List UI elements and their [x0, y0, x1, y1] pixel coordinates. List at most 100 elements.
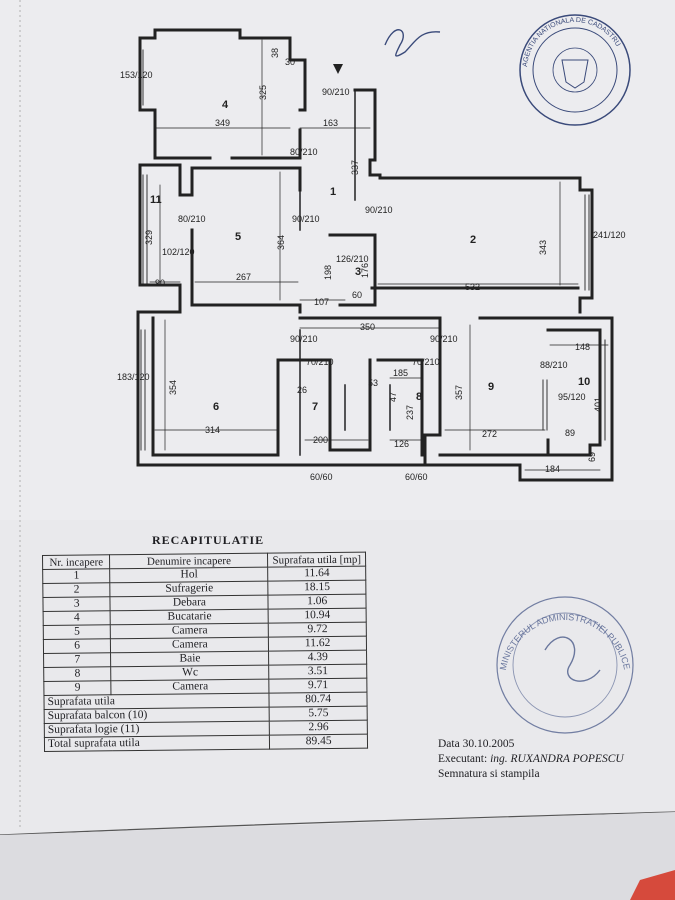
cell-nr: 5 — [43, 624, 111, 640]
executant-name: ing. RUXANDRA POPESCU — [490, 753, 624, 765]
header-nr: Nr. incapere — [42, 554, 111, 570]
dim-label: 314 — [205, 425, 220, 435]
dim-label: 107 — [314, 297, 329, 307]
dim-label: 53 — [368, 378, 378, 388]
dim-label: 354 — [168, 380, 178, 395]
signature-block: Data 30.10.2005 Executant: ing. RUXANDRA… — [438, 737, 624, 782]
cell-area: 18.15 — [268, 580, 366, 596]
document-date: Data 30.10.2005 — [438, 738, 515, 750]
opening-label: 80/210 — [178, 214, 206, 224]
cell-area: 4.39 — [268, 650, 367, 666]
floor-plan — [136, 28, 614, 482]
cell-area: 11.62 — [268, 636, 367, 652]
dim-label: 325 — [258, 85, 268, 100]
dim-label: 47 — [388, 392, 398, 402]
total-value: 5.75 — [269, 706, 368, 722]
room-10-label: 10 — [578, 376, 590, 388]
executant-label: Executant: — [438, 753, 488, 765]
dim-label: 89 — [565, 428, 575, 438]
total-label: Total suprafata utila — [44, 735, 270, 752]
dim-label: 176 — [360, 263, 370, 278]
cell-nr: 7 — [43, 652, 112, 668]
cell-nr: 1 — [42, 568, 111, 584]
dim-label: 401 — [593, 397, 603, 412]
cell-area: 3.51 — [269, 664, 367, 680]
dim-label: 364 — [276, 235, 286, 250]
signature-line: Semnatura si stampila — [438, 768, 540, 780]
opening-label: 126/210 — [336, 254, 369, 264]
opening-label: 90/210 — [290, 334, 318, 344]
dim-label: 126 — [394, 439, 409, 449]
dim-label: 163 — [323, 118, 338, 128]
header-area: Suprafata utila [mp] — [267, 552, 366, 568]
opening-label: 80/210 — [290, 147, 318, 157]
dim-label: 148 — [575, 342, 590, 352]
dim-label: 272 — [482, 429, 497, 439]
cell-nr: 6 — [43, 638, 111, 654]
cell-nr: 2 — [42, 582, 111, 598]
dim-label: 349 — [215, 118, 230, 128]
dimension-labels: 349 325 163 337 267 364 329 532 343 350 … — [144, 48, 603, 474]
room-labels: 4 1 2 5 3 11 6 7 8 9 10 — [150, 99, 590, 413]
dim-label: 90 — [155, 278, 165, 288]
cell-nr: 9 — [43, 680, 112, 696]
opening-label: 60/60 — [405, 472, 428, 482]
opening-label: 60/60 — [310, 472, 333, 482]
room-4-label: 4 — [222, 99, 229, 111]
room-5-label: 5 — [235, 231, 241, 243]
cell-area: 10.94 — [268, 608, 367, 624]
cell-area: 1.06 — [268, 594, 367, 610]
room-1-label: 1 — [330, 186, 336, 198]
opening-label: 241/120 — [593, 230, 626, 240]
dim-label: 198 — [323, 265, 333, 280]
dim-label: 532 — [465, 282, 480, 292]
room-6-label: 6 — [213, 401, 219, 413]
dim-label: 329 — [144, 230, 154, 245]
dim-label: 38 — [270, 48, 280, 58]
opening-label: 183/120 — [117, 372, 150, 382]
room-9-label: 9 — [488, 381, 494, 393]
opening-label: 90/210 — [430, 334, 458, 344]
opening-label: 88/210 — [540, 360, 568, 370]
dim-label: 30 — [285, 57, 295, 67]
total-value: 89.45 — [269, 734, 368, 750]
opening-label: 70/210 — [412, 357, 440, 367]
room-2-label: 2 — [470, 234, 476, 246]
room-11-label: 11 — [150, 194, 162, 206]
dim-label: 337 — [350, 160, 360, 175]
cell-area: 9.71 — [269, 678, 367, 694]
cell-nr: 8 — [43, 666, 112, 682]
room-7-label: 7 — [312, 401, 318, 413]
dim-label: 26 — [297, 385, 307, 395]
opening-label: 153/120 — [120, 70, 153, 80]
dim-label: 267 — [236, 272, 251, 282]
cell-nr: 3 — [42, 596, 111, 612]
recap-title: RECAPITULATIE — [152, 533, 265, 547]
opening-label: 102/120 — [162, 247, 195, 257]
cell-area: 11.64 — [268, 566, 366, 582]
cell-area: 9.72 — [268, 622, 367, 638]
dim-label: 343 — [538, 240, 548, 255]
dim-label: 350 — [360, 322, 375, 332]
opening-label: 70/210 — [306, 357, 334, 367]
opening-label: 90/210 — [322, 87, 350, 97]
dim-label: 357 — [454, 385, 464, 400]
recap-table: Nr. incapere Denumire incapere Suprafata… — [42, 552, 368, 752]
opening-label: 90/210 — [365, 205, 393, 215]
dim-label: 200 — [313, 435, 328, 445]
opening-label: 90/210 — [292, 214, 320, 224]
dim-label: 184 — [545, 464, 560, 474]
total-value: 2.96 — [269, 720, 368, 736]
dim-label: 185 — [393, 368, 408, 378]
dim-label: 237 — [405, 405, 415, 420]
executant-line: Executant: ing. RUXANDRA POPESCU — [438, 752, 624, 767]
dim-label: 69 — [587, 452, 597, 462]
opening-labels: 153/120 90/210 80/210 80/210 90/210 90/2… — [117, 70, 626, 482]
room-8-label: 8 — [416, 391, 422, 403]
total-value: 80.74 — [269, 692, 368, 708]
room-3-label: 3 — [355, 266, 361, 278]
opening-label: 95/120 — [558, 392, 586, 402]
cell-nr: 4 — [43, 610, 111, 626]
